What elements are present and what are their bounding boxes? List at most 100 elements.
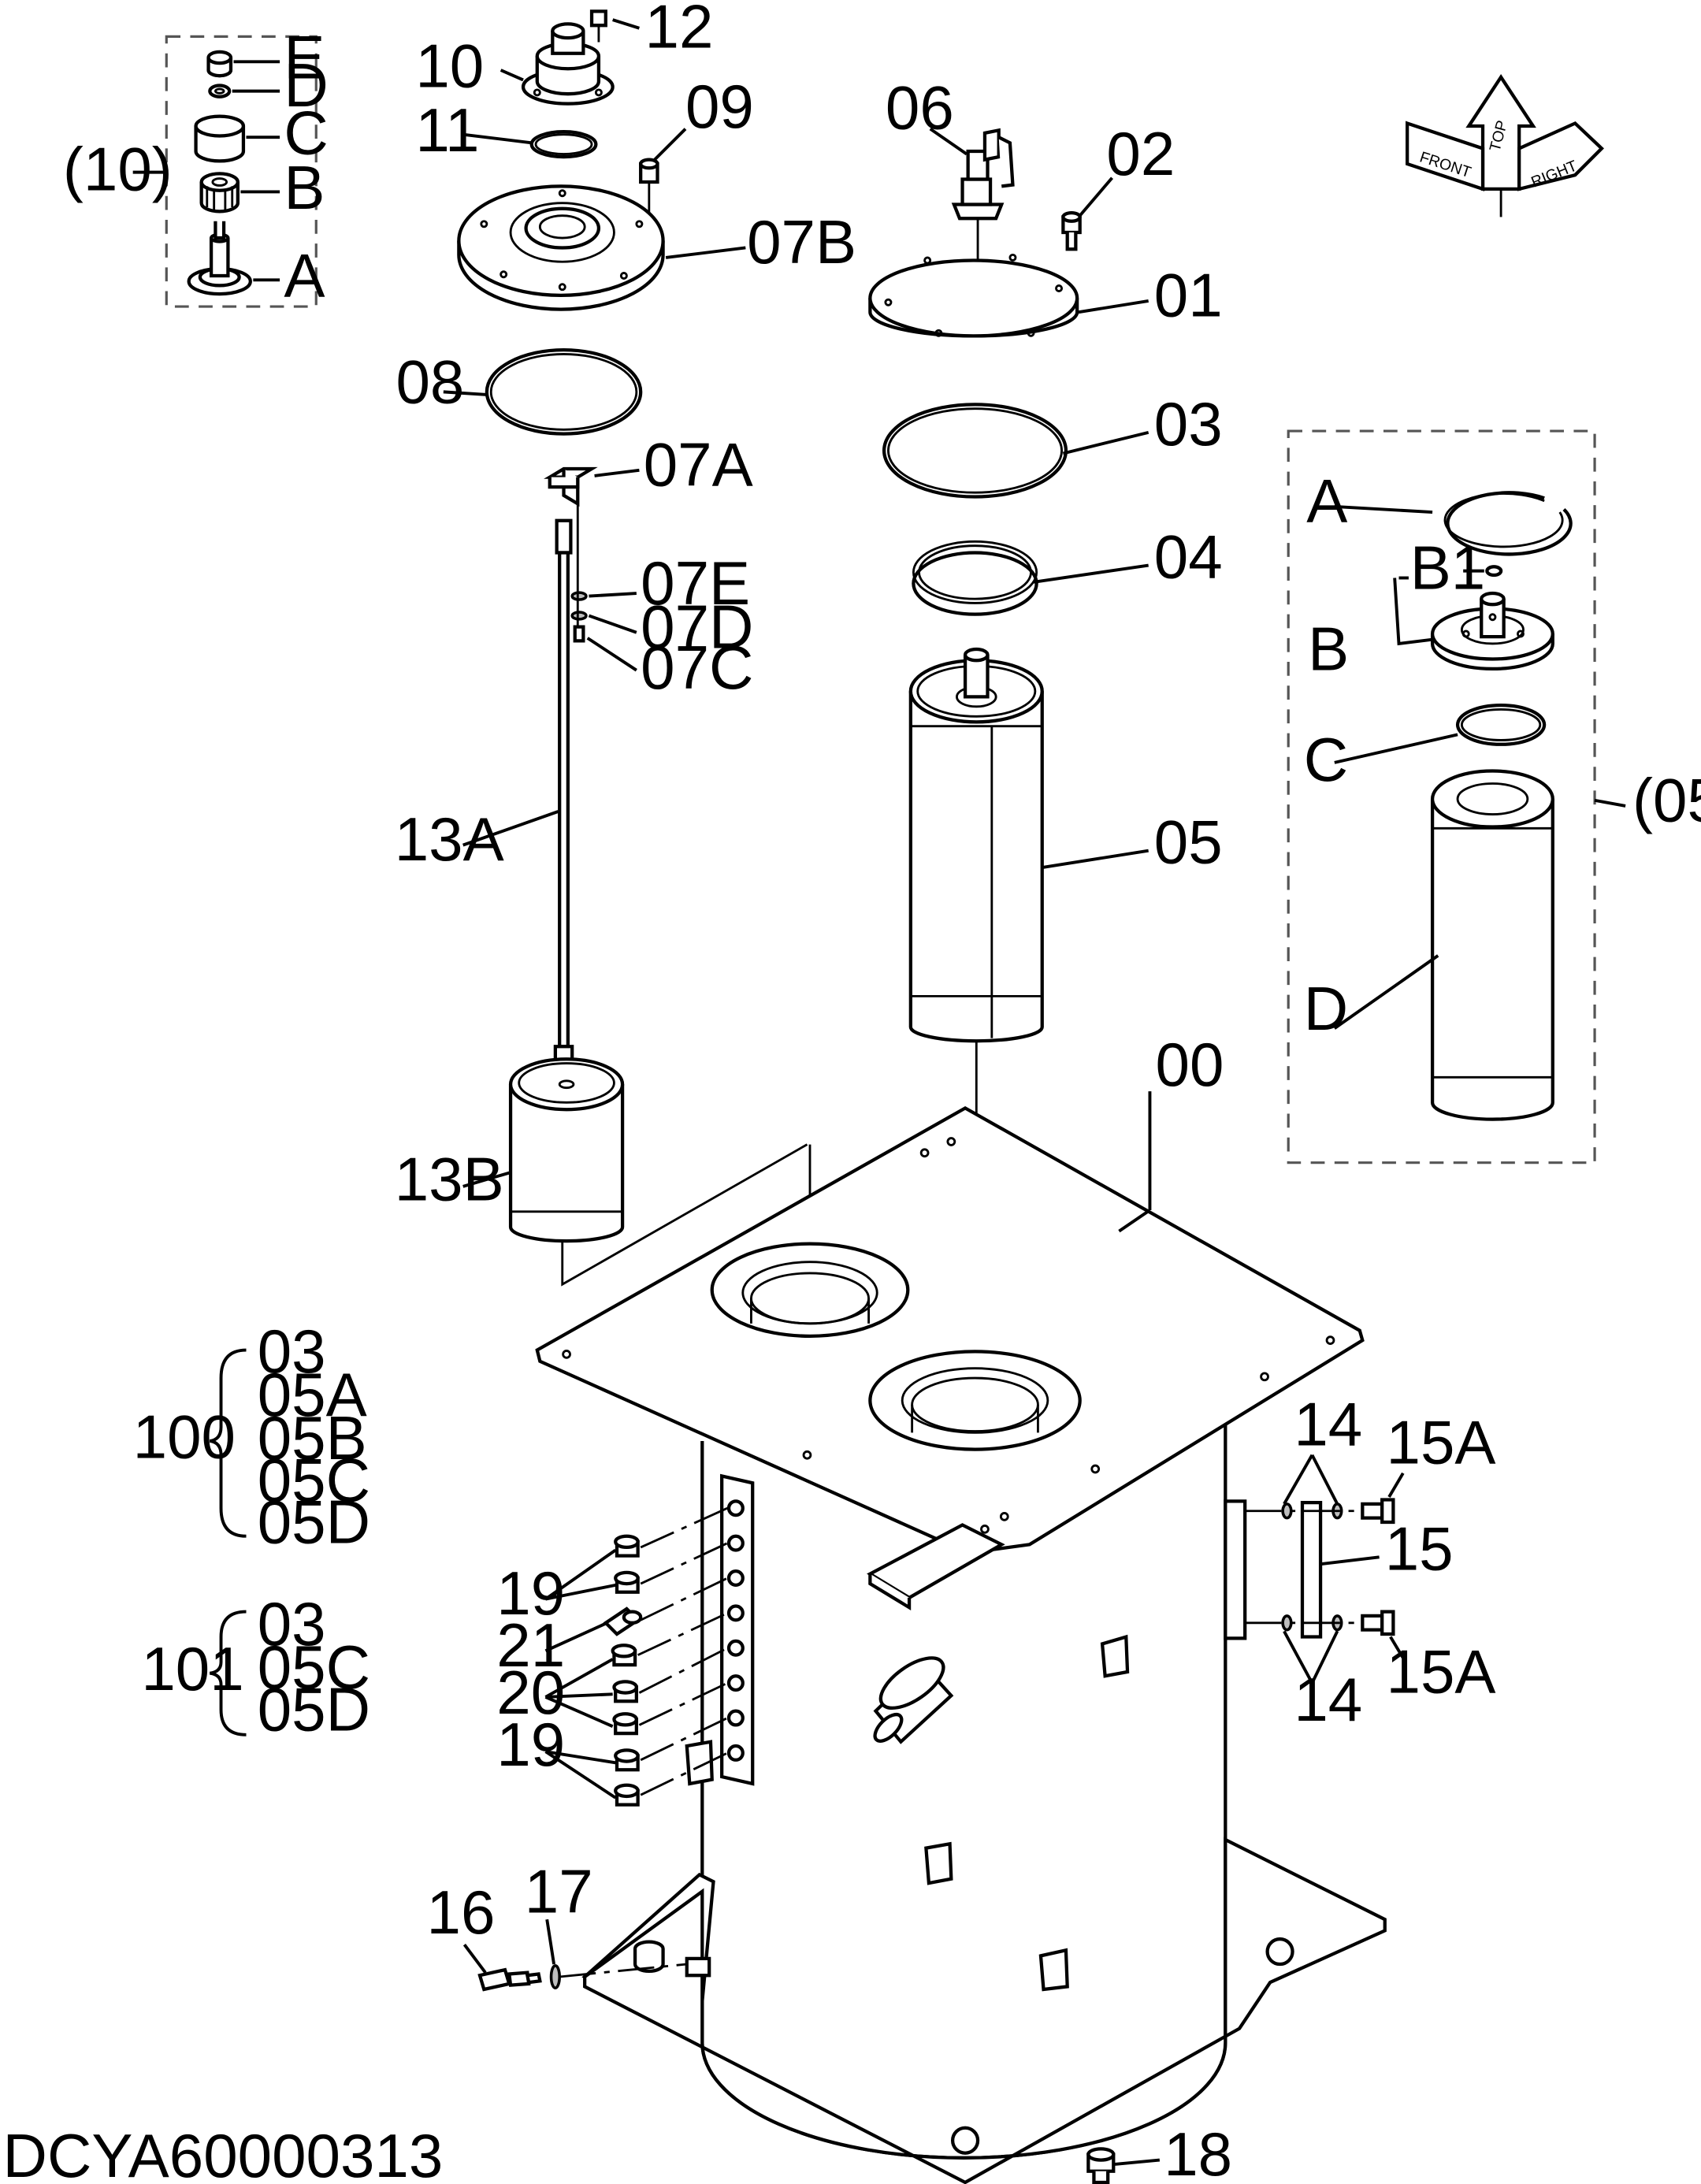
inset-05-label-d: D	[1304, 974, 1348, 1043]
kit-100-item-2: 05A	[258, 1360, 367, 1429]
inset-10-part-e	[206, 50, 280, 78]
inset-10-ref: (10)	[63, 135, 173, 204]
inset-10-label-b: B	[284, 153, 325, 222]
inset-10-frame	[165, 35, 318, 308]
drawing-code: DCYA60000313	[3, 2121, 444, 2184]
label-13a: 13A	[395, 804, 504, 874]
inset-10-part-c	[194, 114, 280, 163]
label-08: 08	[396, 347, 464, 417]
label-07c: 07C	[641, 633, 753, 702]
label-07d: 07D	[641, 592, 753, 661]
kit-100-item-5: 05D	[258, 1488, 370, 1557]
ref-line-13b	[561, 1143, 808, 1287]
inset-10: E D C B A (10)	[63, 23, 329, 310]
label-15a-upper: 15A	[1387, 1407, 1496, 1476]
label-15a-lower: 15A	[1387, 1637, 1496, 1707]
sight-gauge-assembly	[1245, 1454, 1405, 1684]
label-12: 12	[645, 0, 714, 61]
orientation-indicator: FRONT TOP RIGHT	[1406, 73, 1604, 217]
part-18-drain-plug	[1086, 2147, 1161, 2184]
kit-100-brace	[209, 1348, 247, 1538]
part-12-screw	[589, 9, 640, 43]
part-07c-screw	[573, 625, 637, 672]
kit-101-item-2: 05C	[258, 1632, 370, 1702]
inset-05-label-b: B	[1308, 615, 1349, 684]
part-21-elbow	[603, 1577, 728, 1636]
label-04: 04	[1154, 522, 1223, 592]
part-08-o-ring	[443, 347, 643, 436]
part-01-cover	[868, 253, 1149, 338]
part-06-breather-valve	[929, 127, 1015, 297]
part-07e-washer	[570, 591, 637, 601]
kit-100-id: 100	[133, 1402, 236, 1471]
part-19-plug-upper-2	[614, 1542, 728, 1594]
inset-10-label-a: A	[284, 241, 325, 310]
part-07a-bracket	[544, 466, 640, 507]
label-13b: 13B	[395, 1145, 504, 1214]
part-05-filter-element	[908, 647, 1149, 1043]
kit-101-brace	[209, 1610, 247, 1736]
label-01: 01	[1154, 260, 1223, 329]
inset-05-label-a: A	[1306, 466, 1347, 535]
kit-101-id: 101	[141, 1634, 243, 1703]
part-20-fitting-1	[611, 1612, 728, 1667]
inset-05-part-c	[1334, 703, 1547, 764]
inset-10-label-c: C	[284, 98, 328, 168]
part-03-o-ring	[882, 403, 1149, 499]
label-09: 09	[685, 72, 754, 141]
part-15a-bolt-lower	[1361, 1610, 1405, 1659]
inset-05-part-d	[1333, 769, 1554, 1121]
label-15: 15	[1385, 1514, 1454, 1583]
kit-100-item-1: 03	[258, 1317, 326, 1386]
part-17-washer	[545, 1918, 687, 1989]
part-20-fitting-3	[612, 1681, 728, 1736]
part-15-level-gauge	[1300, 1500, 1380, 1639]
label-07a: 07A	[644, 429, 753, 499]
label-18: 18	[1164, 2119, 1232, 2184]
label-05: 05	[1154, 808, 1223, 877]
label-03: 03	[1154, 389, 1223, 459]
part-10-cap-assembly	[500, 22, 615, 106]
part-11-o-ring	[462, 129, 598, 159]
label-19-upper: 19	[496, 1558, 565, 1628]
inset-05-label-c: C	[1304, 725, 1348, 794]
inset-10-part-a	[187, 221, 280, 296]
fittings-left	[544, 1506, 728, 1807]
inset-10-part-b	[199, 172, 280, 214]
part-19-plug-upper-1	[614, 1506, 728, 1558]
label-17: 17	[525, 1856, 593, 1926]
kit-100-item-3: 05B	[258, 1403, 367, 1473]
kit-100-item-4: 05C	[258, 1445, 370, 1514]
label-19-lower: 19	[496, 1710, 565, 1779]
label-00: 00	[1156, 1030, 1224, 1099]
inset-05-part-b1	[1463, 565, 1503, 578]
label-07b: 07B	[747, 207, 856, 277]
part-07b-cover-plate	[457, 184, 746, 311]
label-14-lower: 14	[1294, 1665, 1362, 1734]
inset-10-label-e: E	[284, 23, 325, 92]
label-07e: 07E	[641, 548, 750, 618]
part-19-plug-lower-2	[614, 1751, 728, 1807]
part-02-bolt	[1061, 176, 1114, 251]
inset-05-part-a	[1334, 491, 1573, 556]
label-16: 16	[427, 1878, 496, 1947]
part-07d-washer	[570, 611, 637, 634]
label-20: 20	[496, 1658, 565, 1727]
inset-05-part-b	[1430, 591, 1554, 671]
label-06: 06	[886, 73, 954, 143]
inset-05-ref: (05)	[1632, 765, 1701, 834]
part-00-tank	[535, 1091, 1387, 2184]
part-19-plug-lower-1	[614, 1717, 728, 1772]
part-04-snap-ring	[912, 540, 1149, 616]
inset-10-part-d	[208, 84, 280, 98]
part-20-fitting-2	[612, 1647, 728, 1703]
part-16-sensor	[462, 1943, 542, 1992]
label-10: 10	[415, 31, 484, 100]
inset-05: A B1 B C D (05)	[1287, 429, 1701, 1164]
part-15a-bolt-upper	[1361, 1472, 1405, 1525]
label-14-upper: 14	[1294, 1389, 1362, 1458]
inset-05-frame	[1287, 429, 1596, 1164]
inset-05-b-leader	[1393, 578, 1433, 646]
kit-101-item-3: 05D	[258, 1675, 370, 1744]
